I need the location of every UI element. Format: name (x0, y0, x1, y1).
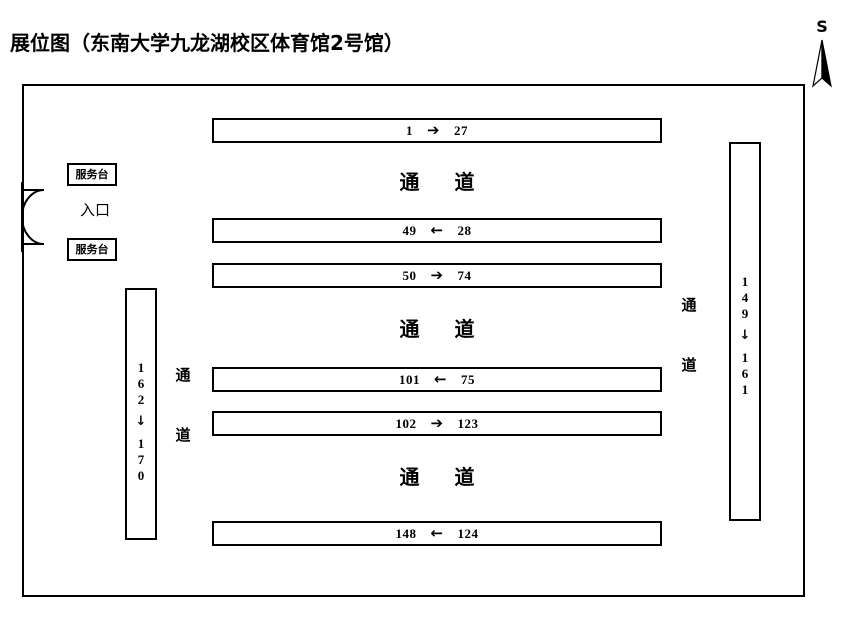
booth-row-3-end: 74 (457, 267, 472, 283)
booth-column-right-start-d2: 4 (741, 290, 749, 305)
aisle-label-2: 通 道 (399, 317, 489, 341)
booth-column-right-end-d1: 1 (741, 350, 749, 365)
booth-row-1-arrow: ➔ (426, 120, 441, 139)
booth-row-3[interactable]: 50 ➔ 74 (212, 263, 662, 288)
booth-row-5[interactable]: 102 ➔ 123 (212, 411, 662, 436)
booth-column-right-label: 1 4 9 ↓ 1 6 1 (731, 274, 759, 398)
booth-row-5-start: 102 (395, 415, 417, 431)
booth-column-right-start-d1: 1 (741, 274, 749, 289)
booth-column-left-start-d3: 2 (137, 392, 145, 407)
booth-column-left-end-d1: 1 (137, 436, 145, 451)
booth-row-1-label: 1 ➔ 27 (214, 120, 660, 141)
booth-row-4-arrow: ← (433, 369, 448, 388)
aisle-label-3: 通 道 (399, 465, 489, 489)
booth-column-right-end-d3: 1 (741, 382, 749, 397)
page-title: 展位图（东南大学九龙湖校区体育馆2号馆） (10, 31, 404, 55)
booth-column-left-label: 1 6 2 ↓ 1 7 0 (127, 360, 155, 484)
booth-column-left-start-d1: 1 (137, 360, 145, 375)
service-desk-top[interactable]: 服务台 (67, 163, 117, 186)
service-desk-bottom[interactable]: 服务台 (67, 238, 117, 261)
north-arrow-icon (812, 39, 832, 88)
booth-row-6-label: 148 ← 124 (214, 523, 660, 544)
double-door-swing-icon (21, 182, 45, 252)
booth-row-6-start: 148 (395, 525, 417, 541)
booth-row-4-label: 101 ← 75 (214, 369, 660, 390)
booth-row-3-label: 50 ➔ 74 (214, 265, 660, 286)
booth-row-3-arrow: ➔ (430, 265, 444, 284)
booth-row-3-start: 50 (402, 267, 417, 283)
booth-row-6-end: 124 (457, 525, 479, 541)
booth-column-left-end-d2: 7 (137, 452, 145, 467)
booth-row-5-end: 123 (457, 415, 479, 431)
booth-column-right-arrow: ↓ (739, 328, 751, 343)
booth-row-2-label: 49 ← 28 (214, 220, 660, 241)
booth-column-left-arrow: ↓ (135, 414, 147, 429)
booth-row-2-start: 49 (402, 222, 417, 238)
booth-row-2-arrow: ← (430, 220, 444, 239)
aisle-label-vertical-left: 通 道 (175, 366, 191, 444)
booth-row-5-arrow: ➔ (430, 413, 444, 432)
booth-column-left-end-d3: 0 (137, 468, 145, 483)
booth-column-left-start-d2: 6 (137, 376, 145, 391)
booth-row-1-start: 1 (405, 122, 413, 138)
booth-row-4[interactable]: 101 ← 75 (212, 367, 662, 392)
booth-row-4-start: 101 (398, 371, 420, 387)
booth-column-right[interactable]: 1 4 9 ↓ 1 6 1 (729, 142, 761, 521)
booth-row-1[interactable]: 1 ➔ 27 (212, 118, 662, 143)
booth-row-6[interactable]: 148 ← 124 (212, 521, 662, 546)
entrance-label: 入口 (79, 201, 110, 219)
booth-row-5-label: 102 ➔ 123 (214, 413, 660, 434)
aisle-label-vertical-right: 通 道 (681, 296, 697, 374)
booth-column-left[interactable]: 1 6 2 ↓ 1 7 0 (125, 288, 157, 540)
booth-column-right-end-d2: 6 (741, 366, 749, 381)
aisle-label-1: 通 道 (399, 170, 489, 194)
compass-direction-label: S (816, 17, 828, 36)
booth-row-1-end: 27 (454, 122, 469, 138)
booth-row-2-end: 28 (457, 222, 472, 238)
booth-row-2[interactable]: 49 ← 28 (212, 218, 662, 243)
booth-column-right-start-d3: 9 (741, 306, 749, 321)
booth-row-4-end: 75 (461, 371, 476, 387)
compass-rose: S (800, 18, 844, 88)
booth-row-6-arrow: ← (430, 523, 444, 542)
